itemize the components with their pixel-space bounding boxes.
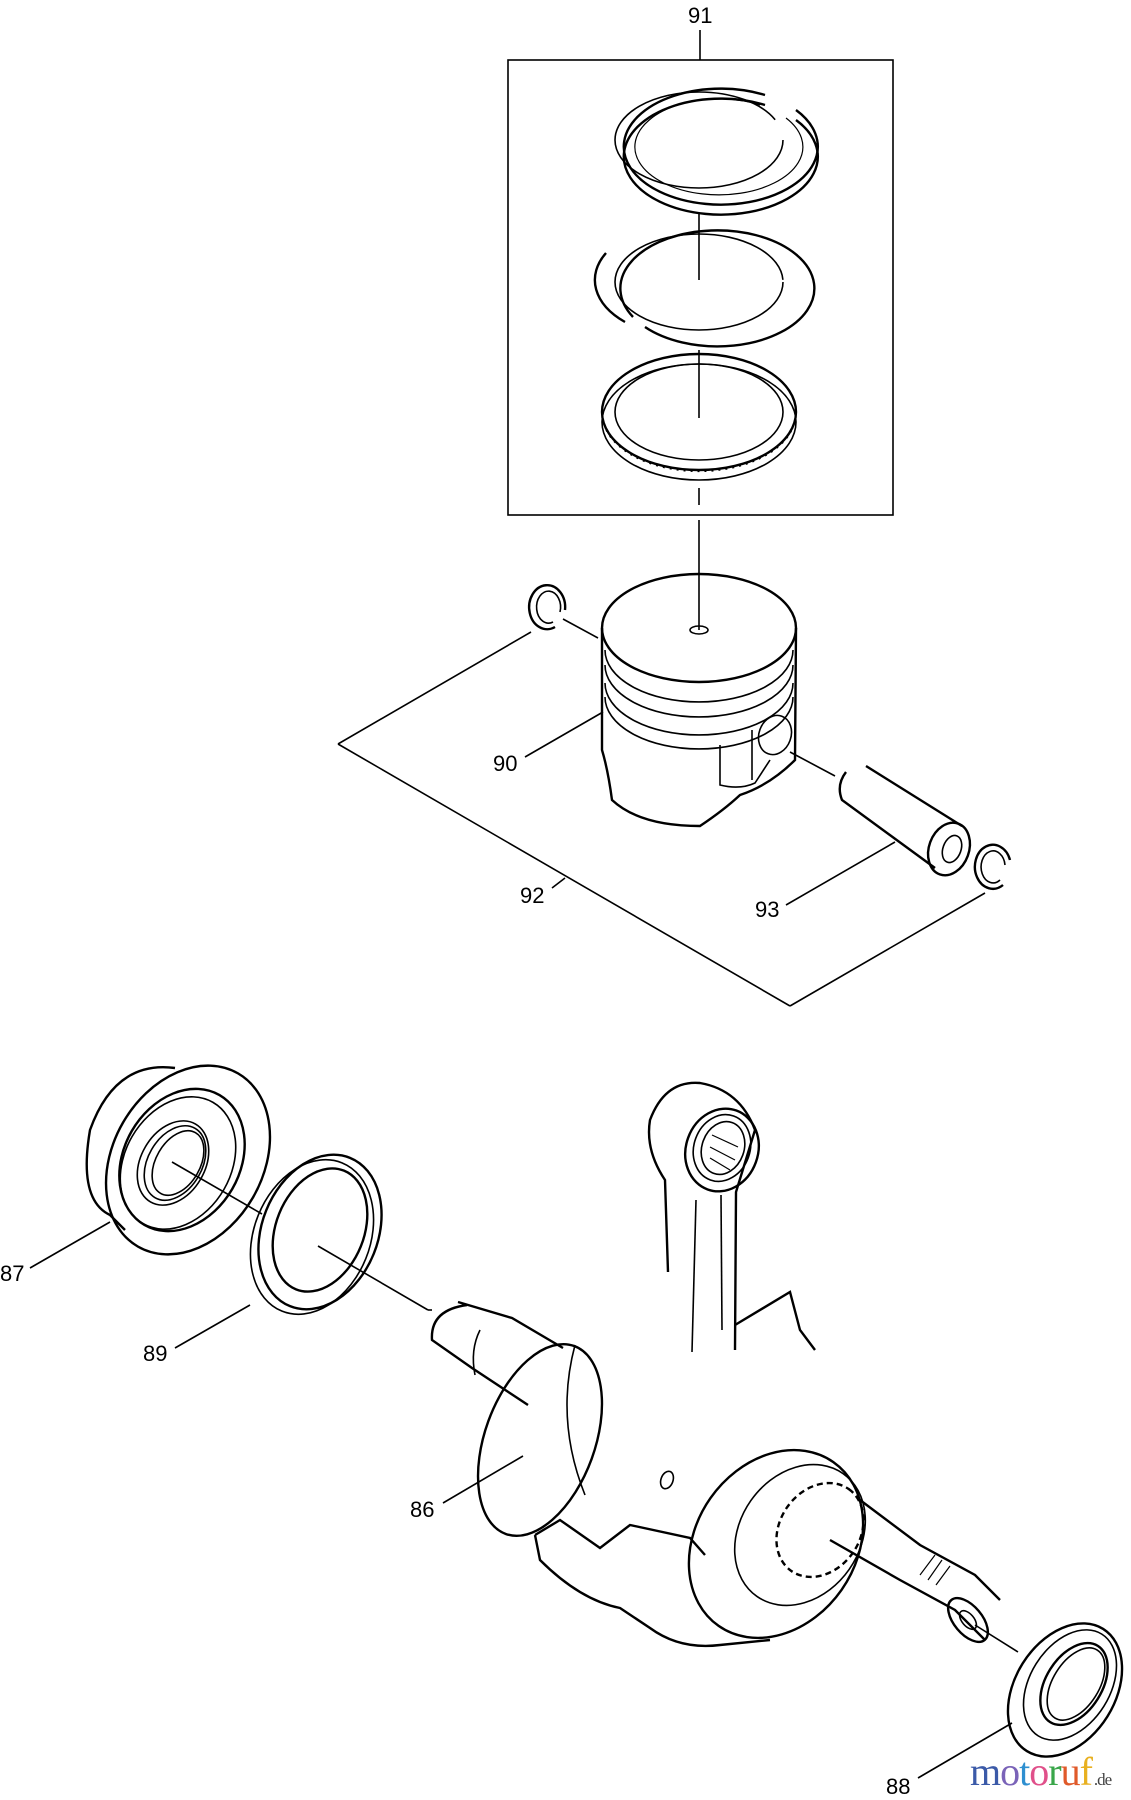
watermark-logo: motoruf.de [970, 1749, 1112, 1794]
piston-ring-middle-icon [593, 213, 816, 348]
ball-bearing-icon [85, 1064, 272, 1256]
assembly-bracket [337, 743, 986, 1007]
ring-set-box [507, 59, 894, 516]
watermark-tld: .de [1093, 1770, 1112, 1789]
callout-93[interactable]: 93 [755, 897, 779, 922]
callout-89[interactable]: 89 [143, 1341, 167, 1366]
circlip-right-icon [973, 843, 1012, 890]
watermark-letter: u [1060, 1749, 1081, 1794]
callout-88[interactable]: 88 [886, 1774, 910, 1799]
piston-ring-bottom-icon [600, 350, 798, 505]
callout-86[interactable]: 86 [410, 1497, 434, 1522]
watermark-letter: r [1048, 1749, 1061, 1794]
watermark-letter: t [1019, 1749, 1030, 1794]
callout-92[interactable]: 92 [520, 883, 544, 908]
callout-87[interactable]: 87 [0, 1261, 24, 1286]
oil-seal-icon [1006, 1622, 1124, 1758]
crankshaft-icon [428, 1081, 1001, 1648]
callout-90[interactable]: 90 [493, 751, 517, 776]
piston-icon [600, 572, 798, 828]
piston-pin-icon [838, 764, 972, 877]
watermark-letter: m [970, 1749, 1001, 1794]
piston-ring-top-icon [614, 87, 819, 216]
watermark-letter: f [1079, 1749, 1093, 1794]
spacer-washer-icon [249, 1153, 383, 1316]
callout-91[interactable]: 91 [688, 3, 712, 28]
circlip-left-icon [528, 584, 567, 631]
watermark-letter: o [1029, 1749, 1049, 1794]
ring-set-group: 91 [507, 3, 894, 630]
watermark-letter: o [1000, 1749, 1020, 1794]
